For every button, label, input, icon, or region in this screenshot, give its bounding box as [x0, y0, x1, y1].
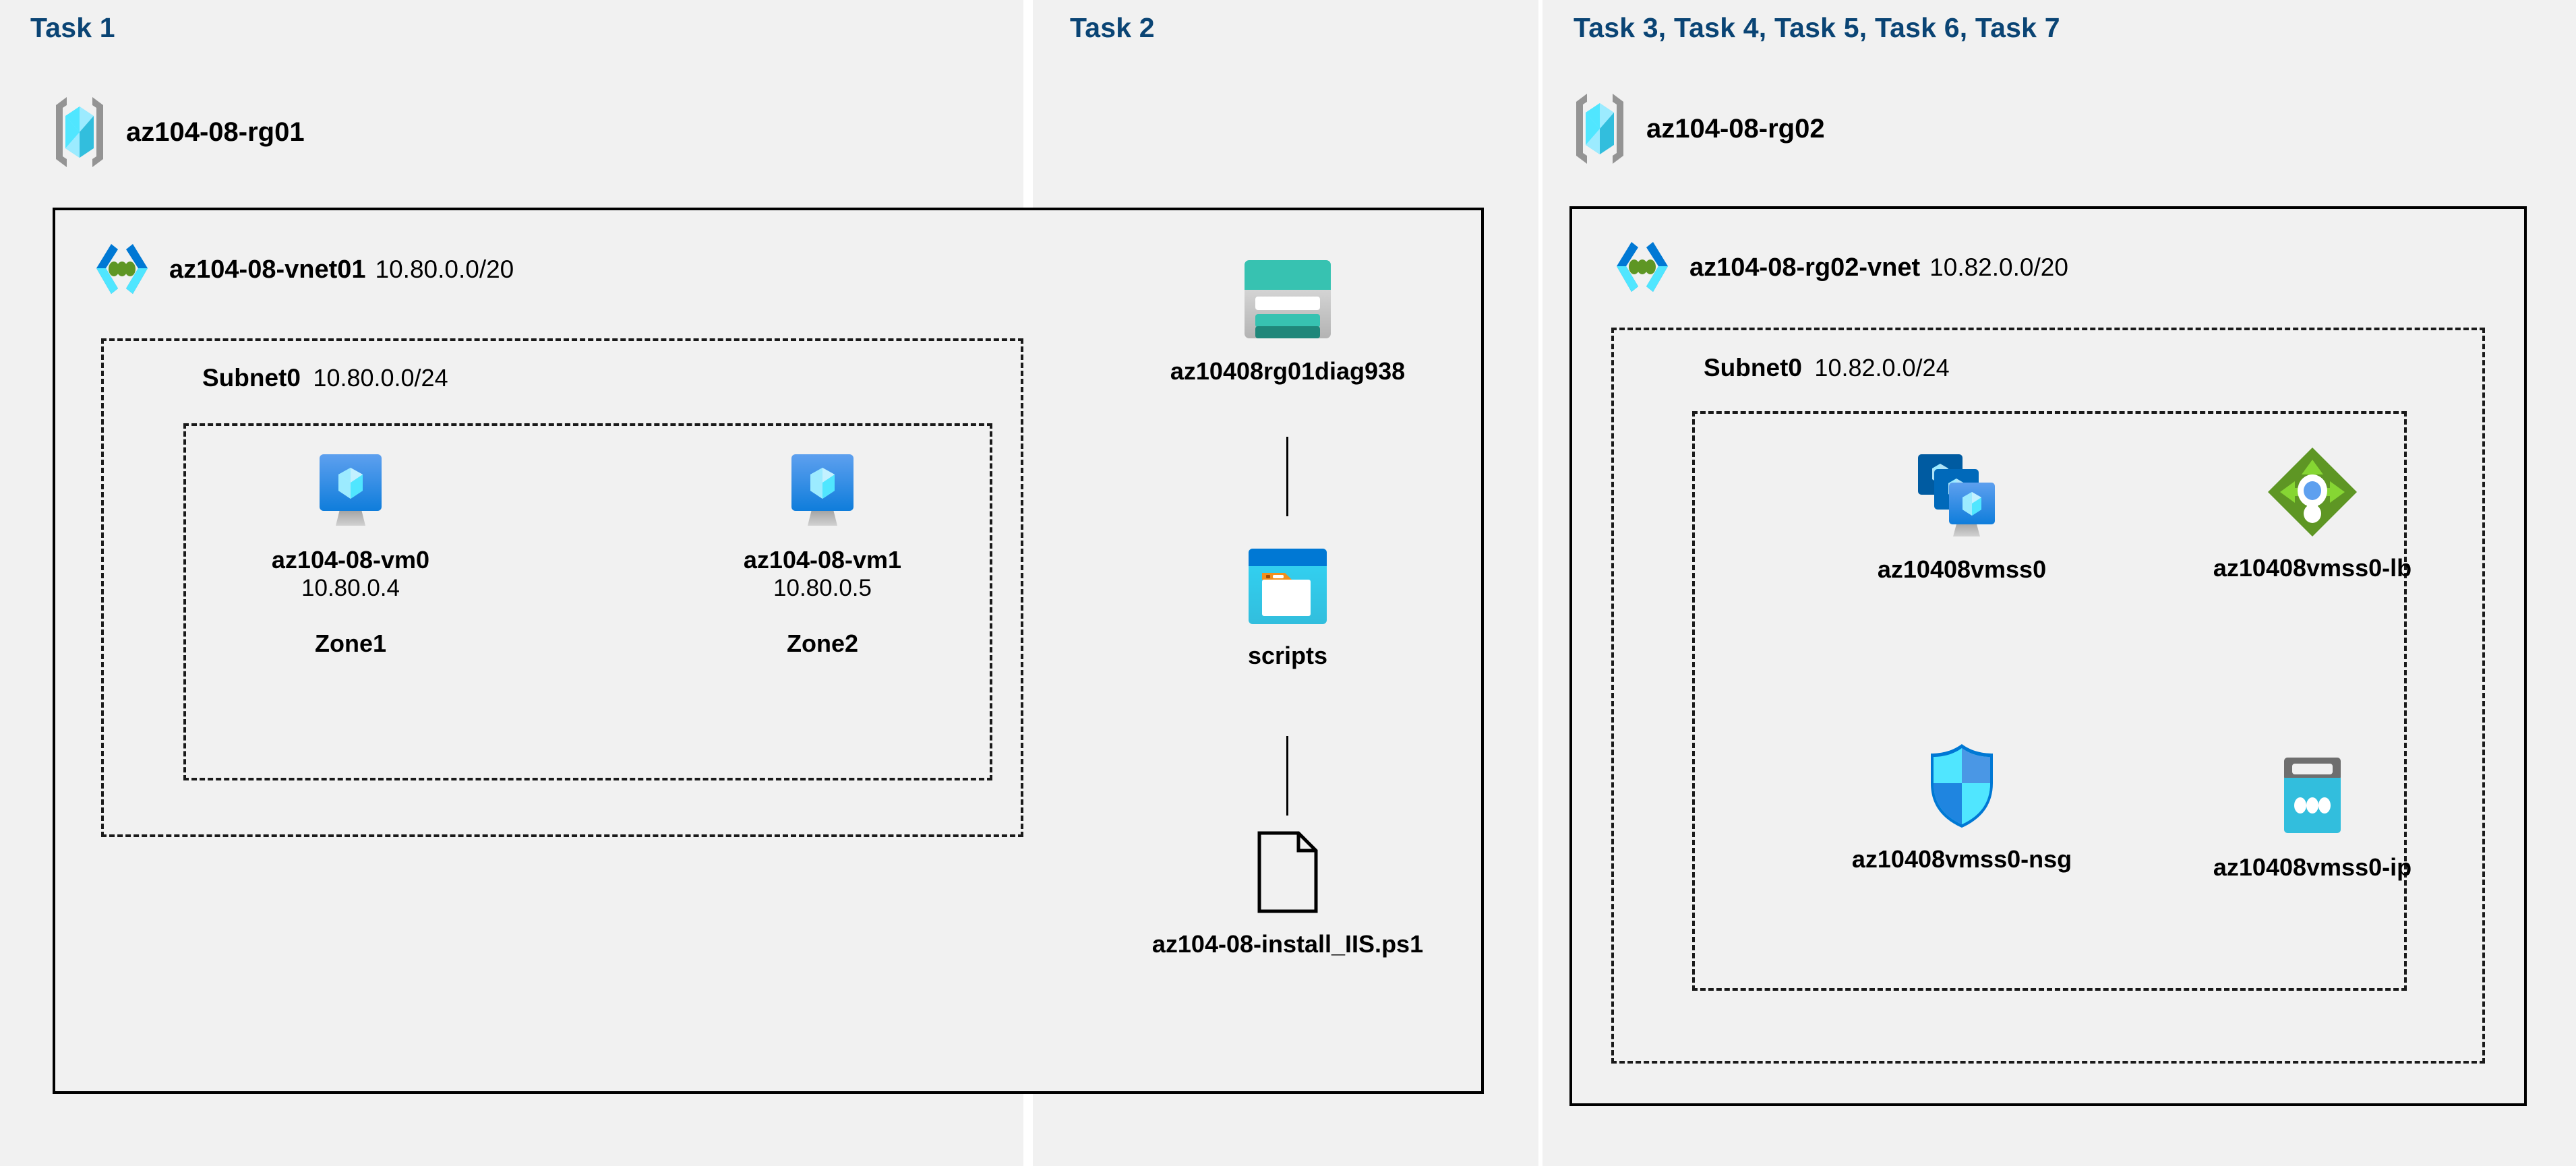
storage-account-icon — [1240, 256, 1335, 342]
vm-zone: Zone1 — [314, 629, 386, 657]
subnet-cidr: 10.80.0.0/24 — [313, 364, 448, 392]
resource-node-load-balancer[interactable]: az10408vmss0-lb — [2151, 445, 2474, 582]
connector-line-storage-to-container — [1286, 437, 1288, 516]
virtual-network-icon — [1611, 239, 1673, 296]
subnet-boundary-subnet0-rg01 — [101, 338, 1023, 837]
blob-container-icon — [1246, 546, 1329, 627]
virtual-machine-icon — [785, 452, 860, 531]
subnet-header-rg02: Subnet0 10.82.0.0/24 — [1704, 354, 1950, 382]
load-balancer-name: az10408vmss0-lb — [2213, 554, 2412, 582]
subnet-name: Subnet0 — [1704, 354, 1802, 381]
vm-ip-address: 10.80.0.5 — [773, 575, 872, 602]
resource-node-storage-account[interactable]: az10408rg01diag938 — [1133, 256, 1443, 386]
subnet-name: Subnet0 — [202, 364, 301, 392]
connector-line-container-to-file — [1286, 736, 1288, 816]
resource-group-rg01: az104-08-rg01 — [51, 94, 305, 170]
task-label-2: Task 2 — [1070, 12, 1155, 43]
resource-node-vm0[interactable]: az104-08-vm0 10.80.0.4 Zone1 — [209, 452, 492, 658]
vnet-header-vnet01: az104-08-vnet01 10.80.0.0/20 — [91, 241, 514, 298]
resource-group-name: az104-08-rg02 — [1646, 113, 1825, 144]
file-icon — [1254, 829, 1321, 915]
resource-group-icon — [1571, 91, 1629, 166]
resource-node-blob-container[interactable]: scripts — [1146, 546, 1429, 670]
resource-node-script-file[interactable]: az104-08-install_IIS.ps1 — [1112, 829, 1463, 958]
resource-group-name: az104-08-rg01 — [126, 117, 305, 147]
vm-ip-address: 10.80.0.4 — [301, 575, 400, 602]
public-ip-name: az10408vmss0-ip — [2213, 853, 2412, 881]
vmss-resources-boundary — [1692, 411, 2407, 991]
vm-name: az104-08-vm1 — [743, 546, 902, 574]
vnet-name: az104-08-vnet01 — [169, 255, 366, 284]
availability-zone-boundary — [183, 423, 992, 780]
subnet-header-rg01: Subnet0 10.80.0.0/24 — [202, 364, 448, 392]
vmss-name: az10408vmss0 — [1877, 555, 2047, 583]
vnet-name: az104-08-rg02-vnet — [1689, 253, 1921, 282]
resource-group-icon — [51, 94, 109, 170]
storage-account-name: az10408rg01diag938 — [1170, 357, 1406, 385]
virtual-machine-icon — [313, 452, 388, 531]
task-label-1: Task 1 — [30, 12, 115, 43]
resource-node-public-ip[interactable]: az10408vmss0-ip — [2164, 755, 2461, 882]
load-balancer-icon — [2265, 445, 2360, 539]
vnet-boundary-vnet01 — [53, 208, 1484, 1094]
vm-name: az104-08-vm0 — [271, 546, 430, 574]
network-security-group-icon — [1924, 741, 2000, 830]
vnet-header-rg02-vnet: az104-08-rg02-vnet 10.82.0.0/20 — [1611, 239, 2068, 296]
subnet-cidr: 10.82.0.0/24 — [1814, 354, 1950, 381]
vm-scale-set-icon — [1911, 452, 2012, 541]
vnet-cidr: 10.82.0.0/20 — [1929, 253, 2068, 281]
resource-node-nsg[interactable]: az10408vmss0-nsg — [1766, 741, 2157, 873]
script-file-name: az104-08-install_IIS.ps1 — [1151, 930, 1424, 958]
resource-node-vmss[interactable]: az10408vmss0 — [1773, 452, 2151, 584]
blob-container-name: scripts — [1247, 642, 1328, 669]
public-ip-address-icon — [2277, 755, 2347, 838]
vnet-boundary-rg02-vnet — [1569, 206, 2527, 1106]
resource-node-vm1[interactable]: az104-08-vm1 10.80.0.5 Zone2 — [681, 452, 964, 658]
task-label-3: Task 3, Task 4, Task 5, Task 6, Task 7 — [1574, 12, 2060, 43]
resource-group-rg02: az104-08-rg02 — [1571, 91, 1825, 166]
subnet-boundary-subnet0-rg02 — [1611, 328, 2485, 1064]
virtual-network-icon — [91, 241, 153, 298]
vm-zone: Zone2 — [786, 629, 858, 657]
nsg-name: az10408vmss0-nsg — [1851, 845, 2072, 873]
vnet-cidr: 10.80.0.0/20 — [375, 255, 514, 283]
